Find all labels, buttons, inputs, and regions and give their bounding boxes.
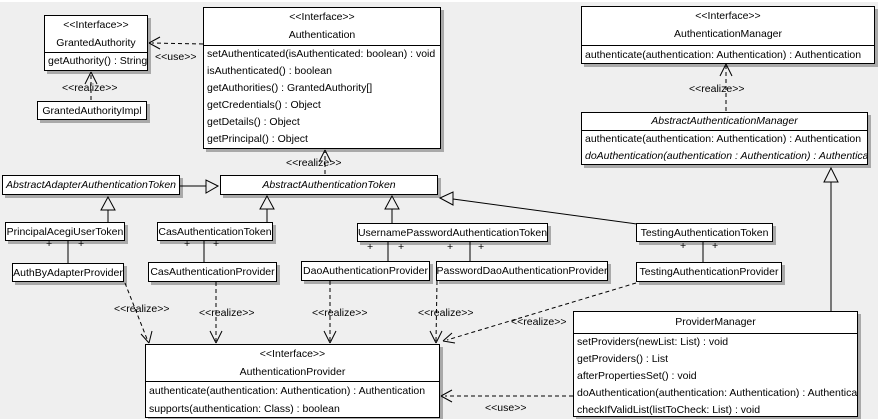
class-name: AuthByAdapterProvider	[13, 266, 123, 279]
method-label: authenticate(authentication: Authenticat…	[585, 133, 862, 145]
edge-use-providermanager	[440, 389, 573, 403]
class-box-testing-authentication-token: TestingAuthenticationToken	[636, 223, 773, 242]
class-box-granted-authority: <<Interface>> GrantedAuthority getAuthor…	[44, 15, 148, 71]
method-label: getDetails() : Object	[207, 116, 300, 128]
method-label: getAuthority() : String	[48, 55, 147, 67]
edge-gen-usernamepasswordtoken	[384, 194, 400, 223]
class-box-principal-acegi-user-token: PrincipalAcegiUserToken	[5, 222, 125, 241]
edge-label-realize: <<realize>>	[511, 316, 567, 328]
edge-gen-casauthenticationtoken	[259, 194, 275, 222]
association-role-plus: +	[184, 238, 191, 250]
edge-label-realize: <<realize>>	[689, 83, 745, 95]
method-label: checkIfValidList(listToCheck: List) : vo…	[577, 404, 761, 416]
class-name: TestingAuthenticationProvider	[639, 266, 779, 278]
class-box-auth-by-adapter-provider: AuthByAdapterProvider	[12, 263, 124, 282]
class-box-authentication: <<Interface>> Authentication setAuthenti…	[203, 7, 441, 149]
method-label: authenticate(authentication: Authenticat…	[149, 385, 426, 397]
class-name: GrantedAuthority	[56, 37, 136, 49]
edge-label-realize: <<realize>>	[418, 307, 474, 319]
association-role-plus: +	[478, 241, 485, 253]
class-box-provider-manager: ProviderManager setProviders(newList: Li…	[573, 311, 858, 417]
class-box-authentication-provider: <<Interface>> AuthenticationProvider aut…	[145, 344, 440, 418]
edge-gen-providermanager	[823, 166, 839, 311]
edge-label-realize: <<realize>>	[286, 157, 342, 169]
class-box-password-dao-authentication-provider: PasswordDaoAuthenticationProvider	[436, 261, 608, 281]
edge-label-realize: <<realize>>	[312, 307, 368, 319]
method-label: getAuthorities() : GrantedAuthority[]	[207, 82, 373, 94]
stereotype-label: <<Interface>>	[289, 11, 355, 23]
class-name: PasswordDaoAuthenticationProvider	[436, 265, 608, 277]
association-role-plus: +	[78, 238, 85, 250]
class-name: DaoAuthenticationProvider	[303, 265, 428, 277]
class-name: Authentication	[288, 29, 356, 41]
method-label: authenticate(authentication: Authenticat…	[585, 49, 862, 61]
class-name: PrincipalAcegiUserToken	[6, 225, 124, 238]
class-box-testing-authentication-provider: TestingAuthenticationProvider	[636, 262, 782, 282]
edge-gen-abstractadapter	[180, 179, 220, 194]
edge-label-realize: <<realize>>	[62, 82, 118, 94]
method-label: setProviders(newList: List) : void	[577, 336, 729, 348]
class-name: CasAuthenticationToken	[158, 225, 272, 238]
class-box-abstract-adapter-authentication-token: AbstractAdapterAuthenticationToken	[2, 175, 180, 195]
class-box-cas-authentication-token: CasAuthenticationToken	[157, 222, 273, 241]
edge-gen-testingauthenticationtoken	[438, 191, 638, 225]
class-name: ProviderManager	[675, 316, 756, 328]
method-label: doAuthentication(authentication : Authen…	[585, 150, 867, 162]
class-name: AuthenticationProvider	[239, 366, 346, 378]
method-label: getProviders() : List	[577, 353, 669, 365]
method-label: isAuthenticated() : boolean	[207, 65, 332, 77]
class-name: CasAuthenticationProvider	[150, 266, 275, 278]
class-box-granted-authority-impl: GrantedAuthorityImpl	[37, 101, 147, 120]
stereotype-label: <<Interface>>	[259, 348, 326, 360]
class-box-dao-authentication-provider: DaoAuthenticationProvider	[301, 261, 430, 281]
class-box-authentication-manager: <<Interface>> AuthenticationManager auth…	[581, 6, 875, 64]
class-name: AbstractAuthenticationManager	[651, 115, 798, 127]
class-box-username-password-authentication-token: UsernamePasswordAuthenticationToken	[357, 223, 548, 242]
association-role-plus: +	[447, 241, 454, 253]
method-label: afterPropertiesSet() : void	[577, 370, 697, 382]
association-role-plus: +	[213, 238, 220, 250]
class-name: AbstractAuthenticationToken	[262, 179, 396, 191]
method-label: supports(authentication: Class) : boolea…	[149, 403, 340, 415]
method-label: setAuthenticated(isAuthenticated: boolea…	[207, 48, 436, 60]
edge-label-realize: <<realize>>	[199, 307, 255, 319]
method-label: doAuthentication(authentication: Authent…	[577, 387, 857, 399]
method-label: getCredentials() : Object	[207, 99, 321, 111]
association-role-plus: +	[712, 240, 719, 252]
stereotype-label: <<Interface>>	[695, 10, 761, 22]
class-name: UsernamePasswordAuthenticationToken	[357, 226, 548, 239]
edge-label-realize: <<realize>>	[114, 303, 170, 315]
class-name: AuthenticationManager	[674, 28, 782, 40]
association-role-plus: +	[367, 241, 374, 253]
class-name: TestingAuthenticationToken	[640, 226, 769, 239]
class-box-abstract-authentication-manager: AbstractAuthenticationManager authentica…	[581, 112, 868, 165]
method-label: getPrincipal() : Object	[207, 133, 308, 145]
edge-use-authentication-grantedauthority	[148, 36, 204, 50]
edge-label-use: <<use>>	[155, 51, 197, 63]
edge-gen-principalacegiusertoken	[100, 195, 116, 222]
class-name: AbstractAdapterAuthenticationToken	[5, 179, 177, 191]
class-box-abstract-authentication-token: AbstractAuthenticationToken	[220, 175, 438, 195]
association-role-plus: +	[46, 238, 53, 250]
class-name: GrantedAuthorityImpl	[42, 104, 142, 117]
association-role-plus: +	[398, 241, 405, 253]
class-box-cas-authentication-provider: CasAuthenticationProvider	[148, 262, 277, 282]
association-role-plus: +	[680, 240, 687, 252]
edge-label-use: <<use>>	[485, 402, 527, 414]
stereotype-label: <<Interface>>	[63, 19, 129, 31]
